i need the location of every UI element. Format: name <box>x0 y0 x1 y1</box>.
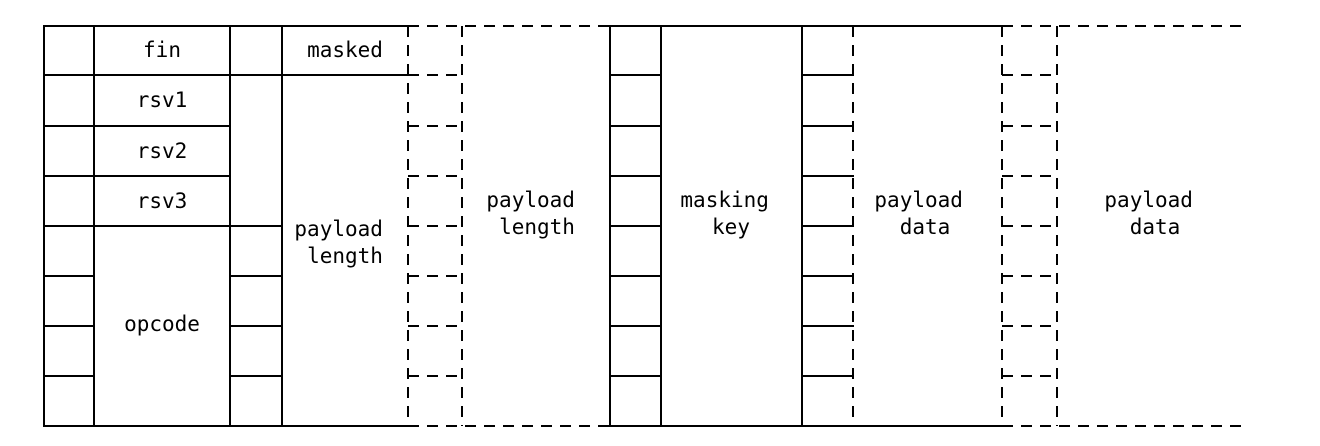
masked-label: masked <box>307 38 383 62</box>
rsv2-label: rsv2 <box>137 139 188 163</box>
rsv3-label: rsv3 <box>137 189 188 213</box>
first-byte-block <box>43 25 409 427</box>
payload-length-line2: length <box>307 244 383 268</box>
fin-label: fin <box>143 38 181 62</box>
payload-data-continued-line2: data <box>1130 215 1181 239</box>
extended-payload-length-block <box>407 25 610 427</box>
payload-data-line2: data <box>900 215 951 239</box>
masking-key-line2: key <box>712 215 750 239</box>
extended-payload-length-line1: payload <box>486 188 575 212</box>
payload-data-continued-line1: payload <box>1104 188 1193 212</box>
masking-key-block <box>609 25 1003 427</box>
opcode-label: opcode <box>124 312 200 336</box>
payload-length-line1: payload <box>294 217 383 241</box>
rsv1-label: rsv1 <box>137 88 188 112</box>
masking-key-line1: masking <box>680 188 769 212</box>
masking-key-label: masking key <box>680 188 781 239</box>
payload-length-label: payload length <box>294 217 395 268</box>
payload-data-continued-label: payload data <box>1104 188 1205 239</box>
payload-data-continuation-block <box>1001 25 1245 427</box>
extended-payload-length-line2: length <box>499 215 575 239</box>
payload-data-line1: payload <box>874 188 963 212</box>
payload-data-label: payload data <box>874 188 975 239</box>
extended-payload-length-label: payload length <box>486 188 587 239</box>
